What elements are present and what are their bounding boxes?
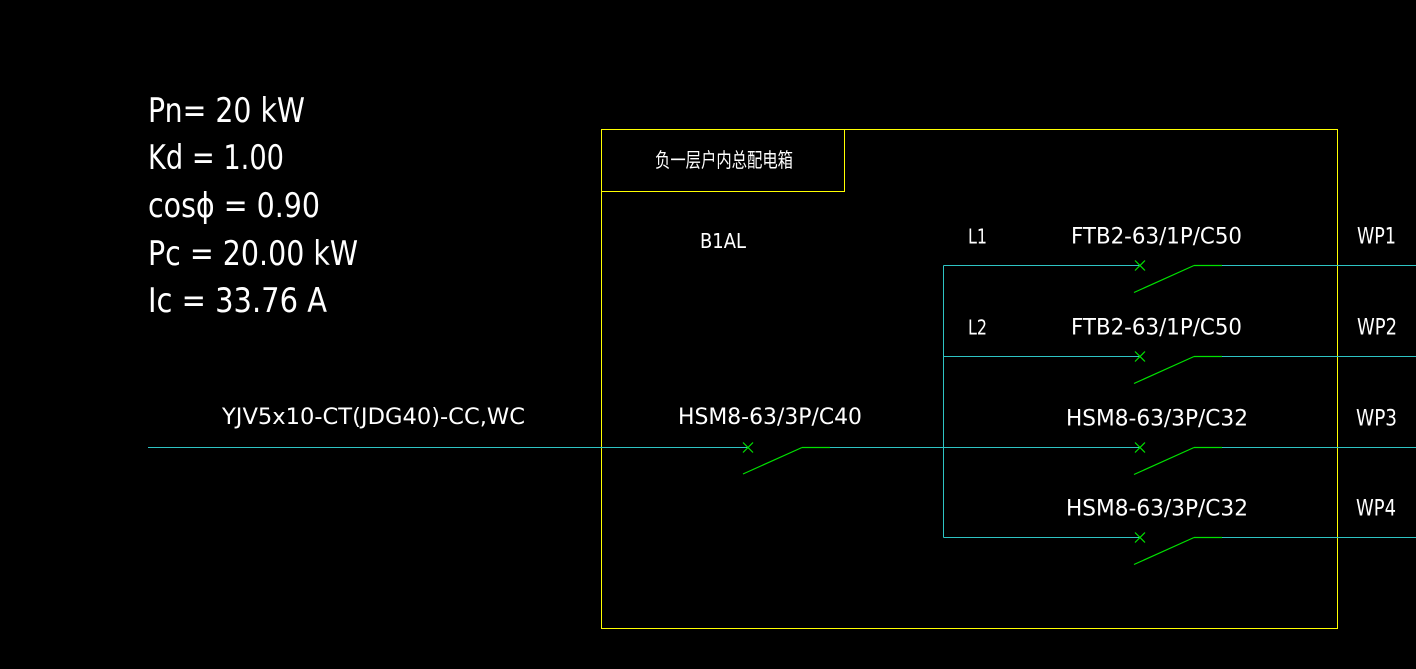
- circuit-breaker-cross: [1134, 351, 1146, 362]
- panel-title: 负一层户内总配电箱: [655, 148, 793, 172]
- circuit-breaker-label: FTB2-63/1P/C50: [1071, 316, 1242, 341]
- main-breaker-cross: [742, 442, 754, 453]
- load-param-pc: Pc = 20.00 kW: [148, 234, 358, 274]
- circuit-breaker-label: HSM8-63/3P/C32: [1066, 407, 1248, 432]
- circuit-row: L2 FTB2-63/1P/C50 WP2: [943, 316, 1416, 385]
- circuit-breaker-blade: [1133, 264, 1195, 294]
- circuit-id-label: WP2: [1357, 316, 1397, 341]
- circuit-breaker-blade: [1133, 355, 1195, 385]
- circuit-phase-label: L1: [968, 225, 987, 249]
- distribution-box-outline: [601, 129, 1338, 629]
- circuit-breaker-cross: [1134, 260, 1146, 271]
- load-param-cosphi: cosϕ = 0.90: [148, 186, 320, 226]
- load-param-kd: Kd = 1.00: [148, 138, 284, 178]
- panel-id: B1AL: [700, 229, 747, 253]
- circuit-breaker-blade: [1133, 446, 1195, 476]
- circuit-breaker-cross: [1134, 442, 1146, 453]
- main-breaker-label: HSM8-63/3P/C40: [678, 405, 862, 430]
- panel-title-box: [601, 129, 845, 192]
- load-parameters: Pn= 20 kW Kd = 1.00 cosϕ = 0.90 Pc = 20.…: [148, 91, 358, 321]
- circuit-breaker-cross: [1134, 532, 1146, 543]
- main-breaker-symbol: [742, 442, 830, 475]
- incoming-cable-spec: YJV5x10-CT(JDG40)-CC,WC: [221, 405, 525, 430]
- circuit-row: HSM8-63/3P/C32 WP3: [943, 407, 1416, 476]
- circuit-phase-label: L2: [968, 316, 987, 340]
- circuit-breaker-label: FTB2-63/1P/C50: [1071, 225, 1242, 250]
- circuit-row: HSM8-63/3P/C32 WP4: [943, 497, 1416, 566]
- main-breaker-blade: [742, 446, 803, 475]
- circuit-breaker-label: HSM8-63/3P/C32: [1066, 497, 1248, 522]
- load-param-pn: Pn= 20 kW: [148, 91, 305, 131]
- circuit-id-label: WP4: [1356, 497, 1396, 522]
- load-param-ic: Ic = 33.76 A: [148, 281, 327, 321]
- circuit-breaker-blade: [1133, 536, 1195, 566]
- circuit-id-label: WP3: [1356, 407, 1397, 432]
- circuit-row: L1 FTB2-63/1P/C50 WP1: [943, 225, 1416, 294]
- circuit-id-label: WP1: [1357, 225, 1396, 250]
